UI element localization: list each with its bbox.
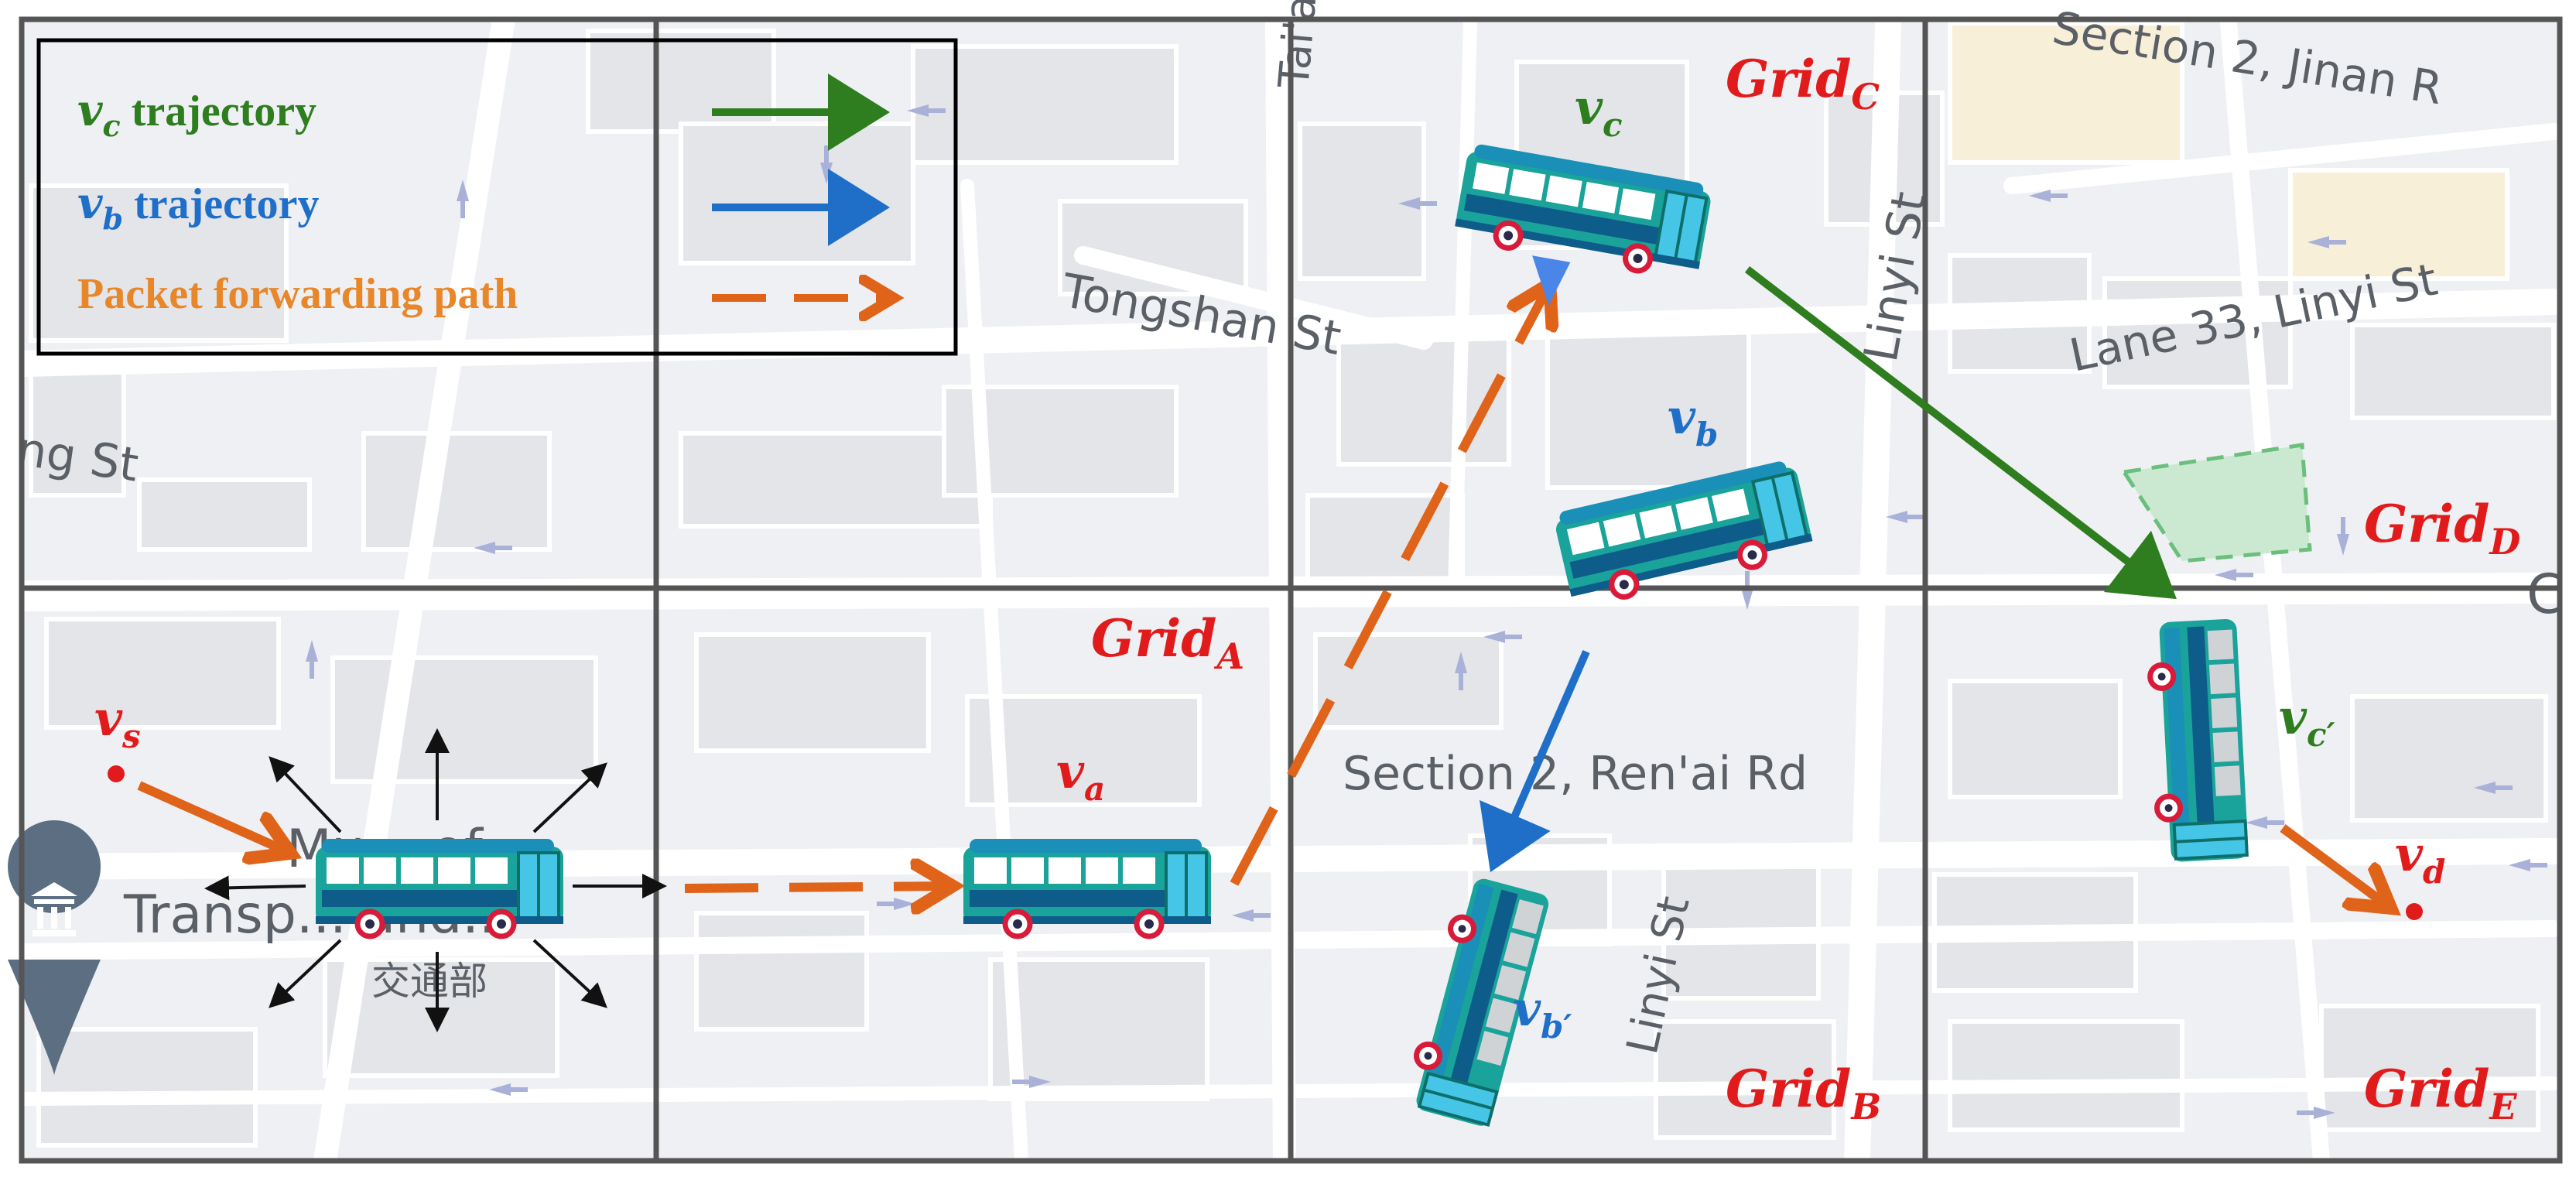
label-vs: vs xyxy=(94,690,141,755)
street-label-renai: Section 2, Ren'ai Rd xyxy=(1343,747,1808,801)
legend-vc-symbol: v xyxy=(77,85,104,136)
packet-hop-vd xyxy=(2280,824,2387,905)
label-vb: vb xyxy=(1668,388,1718,453)
label-vc-prime: vc′ xyxy=(2279,689,2335,754)
legend-vc-sub: c xyxy=(103,108,121,143)
vb-trajectory-arrow xyxy=(1480,650,1590,873)
label-vc: vc xyxy=(1575,79,1623,144)
source-dot-icon xyxy=(108,765,125,782)
bus-icon-vc xyxy=(1444,142,1713,306)
museum-label-cjk: 交通部 xyxy=(371,959,487,1004)
legend-vc-text: trajectory xyxy=(132,87,316,135)
vc-trajectory-arrow xyxy=(1744,266,2177,600)
packet-hop-vc xyxy=(1230,288,1548,886)
legend-packet-text: Packet forwarding path xyxy=(77,270,518,318)
vehicle-labels: vs va vc vb vb′ vc′ vd xyxy=(94,79,2445,1045)
street-label-tai: Tai'a xyxy=(1269,0,1326,91)
packet-forwarding-path xyxy=(137,288,2387,905)
museum-pin-icon xyxy=(8,820,101,1076)
bus-icon-va xyxy=(963,839,1211,936)
bus-icon-vs xyxy=(316,839,563,936)
packet-hop-vs xyxy=(137,781,286,851)
legend-vb-symbol: v xyxy=(77,178,104,229)
grid-c-label: GridC xyxy=(1726,49,1880,118)
grid-e-label: GridE xyxy=(2364,1059,2517,1128)
broadcast-arrow-icon xyxy=(204,728,667,1032)
label-vb-prime: vb′ xyxy=(1513,980,1572,1045)
grid-d-label: GridD xyxy=(2364,494,2520,563)
legend-vb-text: trajectory xyxy=(134,180,319,228)
legend-vb-sub: b xyxy=(103,201,124,236)
packet-hop-va xyxy=(684,886,948,888)
grid-a-label: GridA xyxy=(1091,608,1244,677)
grid-b-label: GridB xyxy=(1726,1059,1881,1128)
label-vd: vd xyxy=(2395,826,2445,891)
grid-labels: GridA GridB GridC GridD GridE xyxy=(1091,49,2520,1128)
label-va: va xyxy=(1056,743,1105,808)
destination-dot-icon xyxy=(2406,903,2423,920)
